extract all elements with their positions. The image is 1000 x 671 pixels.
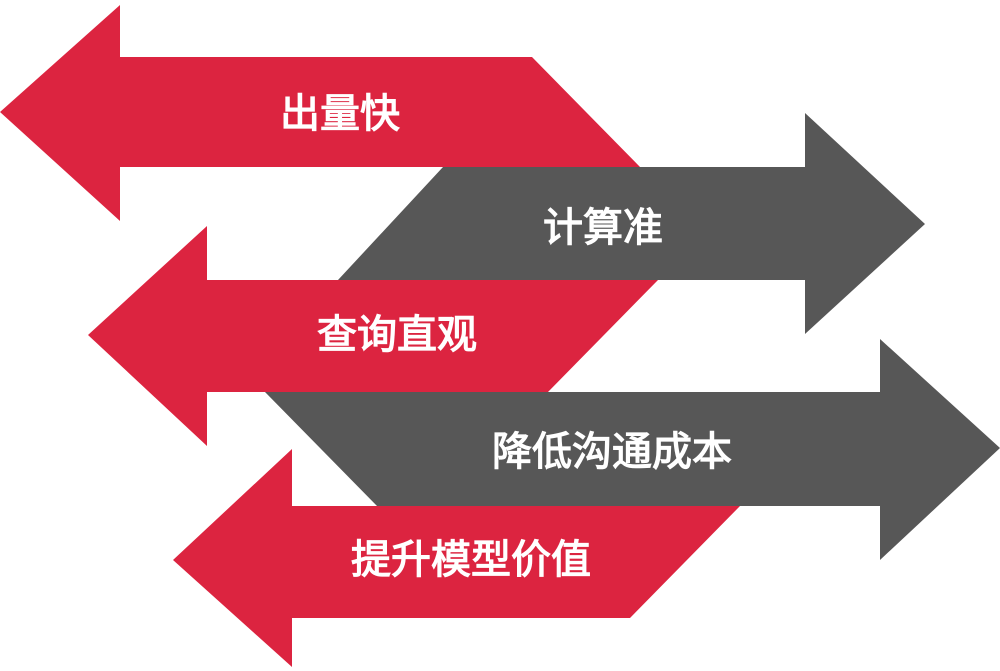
arrow-2-label: 计算准 [543,205,663,251]
arrow-3-label: 查询直观 [317,312,477,358]
arrow-1-label: 出量快 [280,91,401,137]
arrow-5-shape [173,449,740,667]
arrow-3-shape [88,226,658,446]
arrow-5-group: 提升模型价值 [173,449,740,667]
arrow-4-group: 降低沟通成本 [265,339,1000,560]
arrow-2-shape [338,113,925,334]
arrow-5-label: 提升模型价值 [351,537,591,583]
arrow-2-group: 计算准 [338,113,925,334]
arrow-3-group: 查询直观 [88,226,658,446]
arrow-4-shape [265,339,1000,560]
arrow-4-label: 降低沟通成本 [492,429,732,475]
